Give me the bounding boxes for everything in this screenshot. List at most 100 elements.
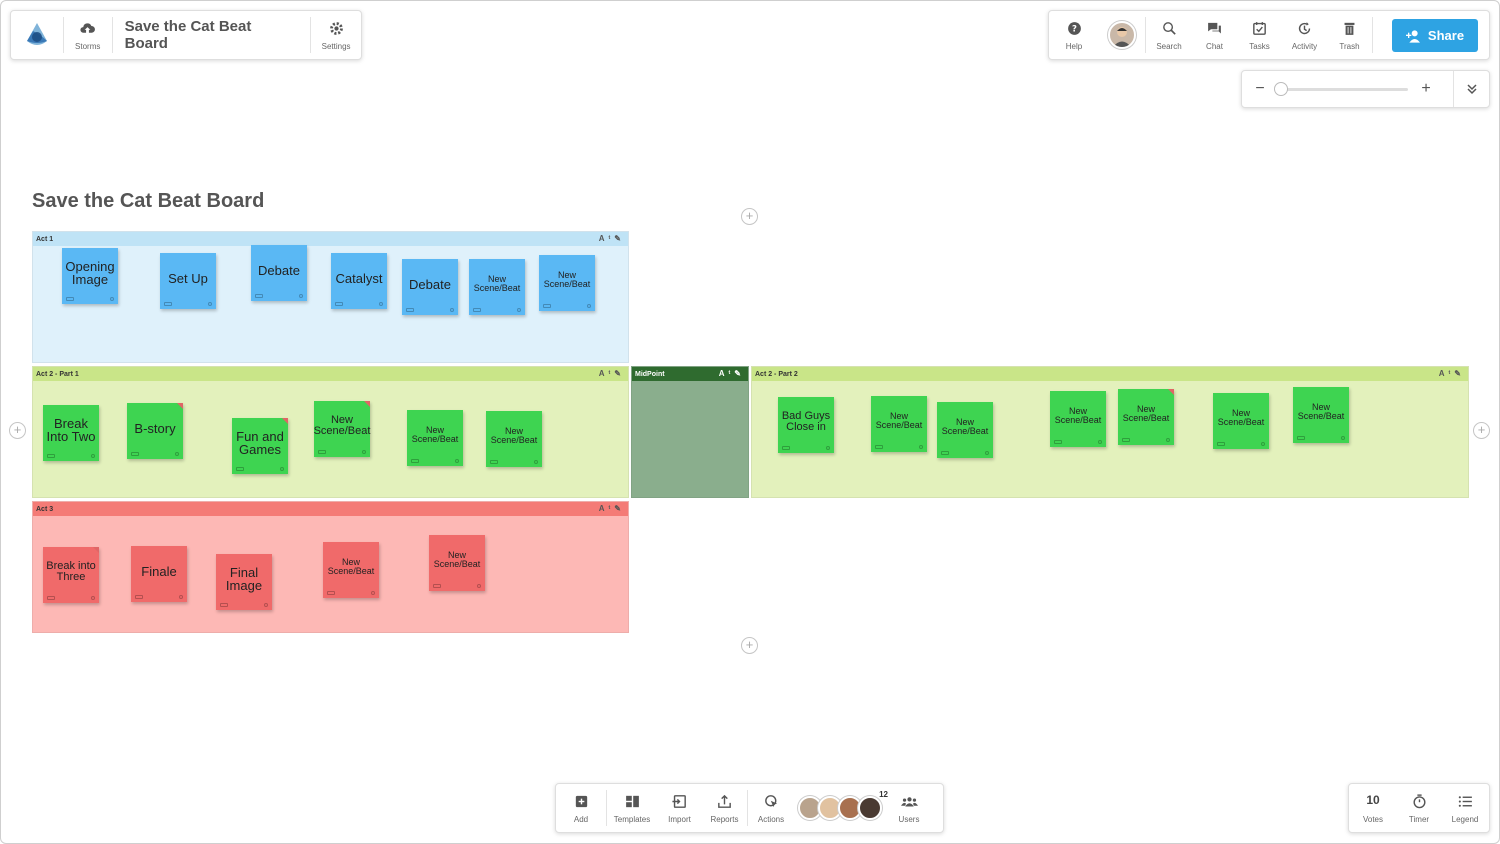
note-flag-icon: [177, 403, 183, 409]
sticky-note[interactable]: Break into Three: [43, 547, 99, 603]
templates-label: Templates: [613, 814, 651, 824]
add-button[interactable]: Add: [556, 784, 606, 832]
gear-icon: [329, 21, 343, 35]
text-format-icon[interactable]: Aᵗ: [598, 504, 615, 513]
tasks-button[interactable]: Tasks: [1237, 11, 1282, 59]
add-column-left-button[interactable]: +: [9, 422, 26, 439]
sticky-note[interactable]: New Scene/Beat: [539, 255, 595, 311]
note-footer: [543, 304, 591, 309]
avatar: [1108, 21, 1136, 49]
timer-button[interactable]: Timer: [1397, 784, 1441, 832]
text-format-icon[interactable]: Aᵗ: [1438, 369, 1455, 378]
note-footer: [236, 467, 284, 472]
sticky-note[interactable]: Fun and Games: [232, 418, 288, 474]
note-footer: [473, 308, 521, 313]
sticky-note[interactable]: Catalyst: [331, 253, 387, 309]
text-format-icon[interactable]: Aᵗ: [598, 234, 615, 243]
sticky-note[interactable]: New Scene/Beat: [937, 402, 993, 458]
note-footer: [47, 596, 95, 601]
frame-header-icons: Aᵗ✎: [599, 234, 625, 243]
note-text: New Scene/Beat: [1054, 406, 1102, 425]
zoom-out-button[interactable]: −: [1255, 80, 1265, 97]
cloud-upload-icon: [80, 22, 96, 33]
note-text: Break Into Two: [46, 416, 96, 444]
search-button[interactable]: Search: [1146, 11, 1192, 59]
storms-button[interactable]: Storms: [64, 11, 112, 59]
sticky-note[interactable]: New Scene/Beat: [871, 396, 927, 452]
board-title[interactable]: Save the Cat Beat Board: [124, 18, 252, 52]
note-flag-icon: [282, 418, 288, 424]
note-flag-icon: [364, 401, 370, 407]
text-format-icon[interactable]: Aᵗ: [598, 369, 615, 378]
user-avatar-button[interactable]: [1099, 11, 1145, 59]
note-footer: [318, 450, 366, 455]
sticky-note[interactable]: Final Image: [216, 554, 272, 610]
sticky-note[interactable]: New Scene/Beat: [469, 259, 525, 315]
note-footer: [1122, 438, 1170, 443]
sticky-note[interactable]: Debate: [251, 245, 307, 301]
sticky-note[interactable]: Opening Image: [62, 248, 118, 304]
sticky-note[interactable]: New Scene/Beat: [486, 411, 542, 467]
edit-icon[interactable]: ✎: [614, 234, 625, 243]
edit-icon[interactable]: ✎: [614, 504, 625, 513]
sticky-note[interactable]: Break Into Two: [43, 405, 99, 461]
edit-icon[interactable]: ✎: [614, 369, 625, 378]
online-users-avatars[interactable]: 12: [794, 784, 888, 832]
separator: [1145, 17, 1146, 53]
reports-button[interactable]: Reports: [702, 784, 747, 832]
users-button[interactable]: Users: [886, 784, 932, 832]
sticky-note[interactable]: New Scene/Beat: [429, 535, 485, 591]
sticky-note[interactable]: New Scene/Beat: [407, 410, 463, 466]
activity-button[interactable]: Activity: [1282, 11, 1327, 59]
chat-button[interactable]: Chat: [1192, 11, 1237, 59]
sticky-note[interactable]: New Scene/Beat: [314, 401, 370, 457]
trash-button[interactable]: Trash: [1327, 11, 1372, 59]
canvas-board-title[interactable]: Save the Cat Beat Board: [32, 190, 265, 212]
sticky-note[interactable]: New Scene/Beat: [1050, 391, 1106, 447]
sticky-note[interactable]: Set Up: [160, 253, 216, 309]
votes-button[interactable]: 10 Votes: [1349, 784, 1397, 832]
sticky-note[interactable]: Bad Guys Close in: [778, 397, 834, 453]
frame-midpoint[interactable]: MidPoint Aᵗ✎: [631, 366, 749, 498]
legend-button[interactable]: Legend: [1441, 784, 1489, 832]
chevron-double-down-icon: [1466, 84, 1477, 95]
edit-icon[interactable]: ✎: [1454, 369, 1465, 378]
legend-label: Legend: [1451, 814, 1479, 824]
import-button[interactable]: Import: [657, 784, 702, 832]
zoom-slider-handle[interactable]: [1274, 81, 1288, 96]
note-text: Bad Guys Close in: [781, 410, 831, 433]
share-button[interactable]: Share: [1392, 19, 1478, 52]
collapse-toolbar-button[interactable]: [1453, 71, 1489, 107]
help-button[interactable]: ? Help: [1049, 11, 1099, 59]
app-logo[interactable]: [11, 11, 63, 59]
edit-icon[interactable]: ✎: [734, 369, 745, 378]
sticky-note[interactable]: New Scene/Beat: [323, 542, 379, 598]
frame-act-1[interactable]: Act 1 Aᵗ✎: [32, 231, 629, 363]
templates-button[interactable]: Templates: [607, 784, 657, 832]
sticky-note[interactable]: Debate: [402, 259, 458, 315]
text-format-icon[interactable]: Aᵗ: [718, 369, 735, 378]
zoom-slider[interactable]: [1274, 81, 1408, 96]
add-column-right-button[interactable]: +: [1473, 422, 1490, 439]
trash-icon: [1344, 22, 1355, 35]
sticky-note[interactable]: B-story: [127, 403, 183, 459]
note-text: New Scene/Beat: [875, 411, 923, 430]
frame-act-2-part-2[interactable]: Act 2 - Part 2 Aᵗ✎: [751, 366, 1469, 498]
note-footer: [255, 294, 303, 299]
add-row-below-button[interactable]: +: [741, 637, 758, 654]
settings-button[interactable]: Settings: [311, 11, 361, 59]
frame-label: Act 3: [36, 506, 54, 513]
sticky-note[interactable]: New Scene/Beat: [1118, 389, 1174, 445]
sticky-note[interactable]: New Scene/Beat: [1293, 387, 1349, 443]
note-text: Catalyst: [335, 270, 383, 286]
zoom-in-button[interactable]: +: [1421, 80, 1431, 97]
templates-icon: [625, 795, 639, 807]
actions-button[interactable]: Actions: [748, 784, 794, 832]
note-footer: [47, 454, 95, 459]
sticky-note[interactable]: Finale: [131, 546, 187, 602]
note-text: New Scene/Beat: [941, 417, 989, 436]
note-text: Debate: [258, 262, 300, 278]
add-row-above-button[interactable]: +: [741, 208, 758, 225]
sticky-note[interactable]: New Scene/Beat: [1213, 393, 1269, 449]
storms-label: Storms: [75, 41, 101, 51]
